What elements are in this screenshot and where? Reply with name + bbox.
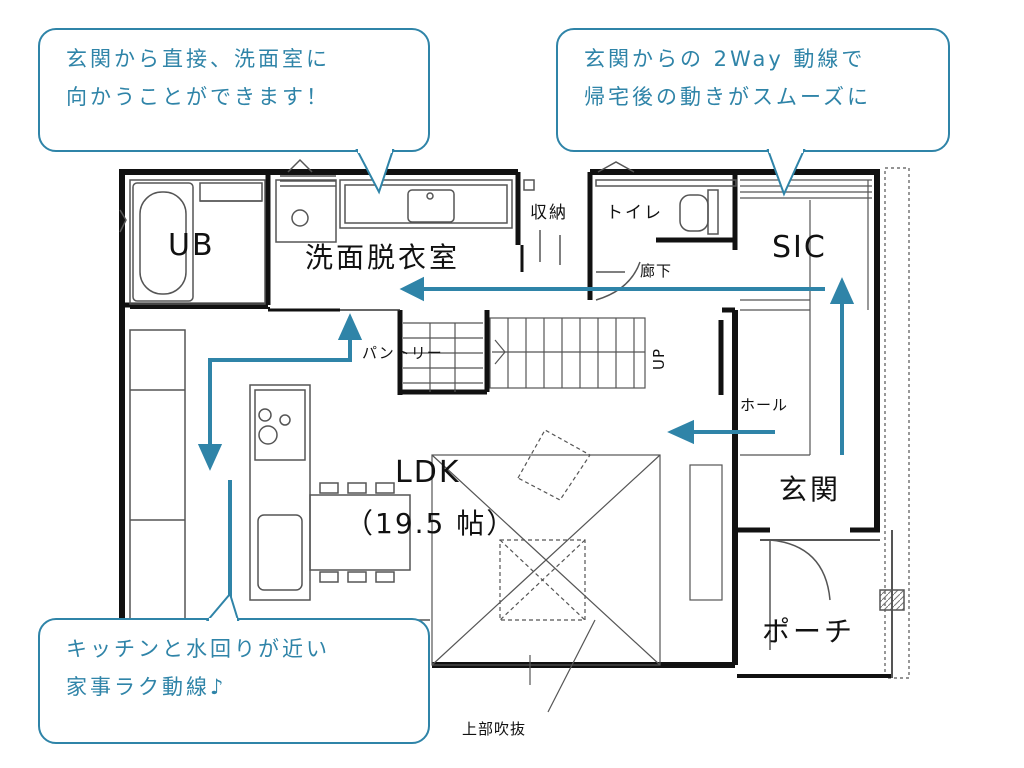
callout-line-1: 玄関からの 2Way 動線で	[584, 47, 866, 71]
callout-kitchen-flow: キッチンと水回りが近い 家事ラク動線♪	[38, 618, 430, 744]
callout-tail	[766, 149, 806, 197]
callout-tail	[205, 592, 240, 622]
flow-arrows	[197, 276, 855, 625]
room-label-storage: 収納	[530, 203, 568, 223]
atrium-void	[431, 429, 723, 713]
stairs	[403, 317, 646, 392]
inner-walls	[122, 172, 880, 533]
callout-line-2: 帰宅後の動きがスムーズに	[584, 85, 871, 109]
storage-toilet-fixtures	[523, 161, 737, 301]
outer-walls	[119, 169, 880, 668]
room-label-stairs-up: UP	[650, 347, 669, 371]
callout-line-1: キッチンと水回りが近い	[66, 637, 330, 661]
callout-two-way-flow: 玄関からの 2Way 動線で 帰宅後の動きがスムーズに	[556, 28, 950, 152]
room-label-sic: SIC	[772, 230, 827, 265]
callout-tail	[355, 149, 395, 195]
callout-line-1: 玄関から直接、洗面室に	[66, 47, 330, 71]
room-label-void-above: 上部吹抜	[462, 720, 527, 738]
kitchen-counter	[129, 329, 311, 621]
room-label-toilet: トイレ	[606, 203, 663, 223]
entrance-porch	[737, 530, 905, 678]
room-label-genkan: 玄関	[779, 473, 842, 506]
callout-line-2: 家事ラク動線♪	[66, 675, 227, 699]
room-label-ub: UB	[168, 228, 215, 263]
room-label-washroom: 洗面脱衣室	[305, 241, 461, 274]
room-label-porch: ポーチ	[762, 615, 856, 648]
room-label-ldk-size: （19.5 帖）	[345, 507, 517, 540]
callout-entrance-washroom: 玄関から直接、洗面室に 向かうことができます！	[38, 28, 430, 152]
bathroom-fixtures	[119, 179, 266, 305]
washroom-fixtures	[275, 158, 513, 311]
room-label-hall: ホール	[740, 396, 789, 414]
room-label-pantry: パントリー	[362, 344, 443, 362]
room-label-corridor: 廊下	[640, 262, 673, 280]
room-label-ldk: LDK	[395, 455, 461, 490]
callout-line-2: 向かうことができます！	[66, 85, 330, 109]
sic-shelves	[740, 167, 910, 679]
